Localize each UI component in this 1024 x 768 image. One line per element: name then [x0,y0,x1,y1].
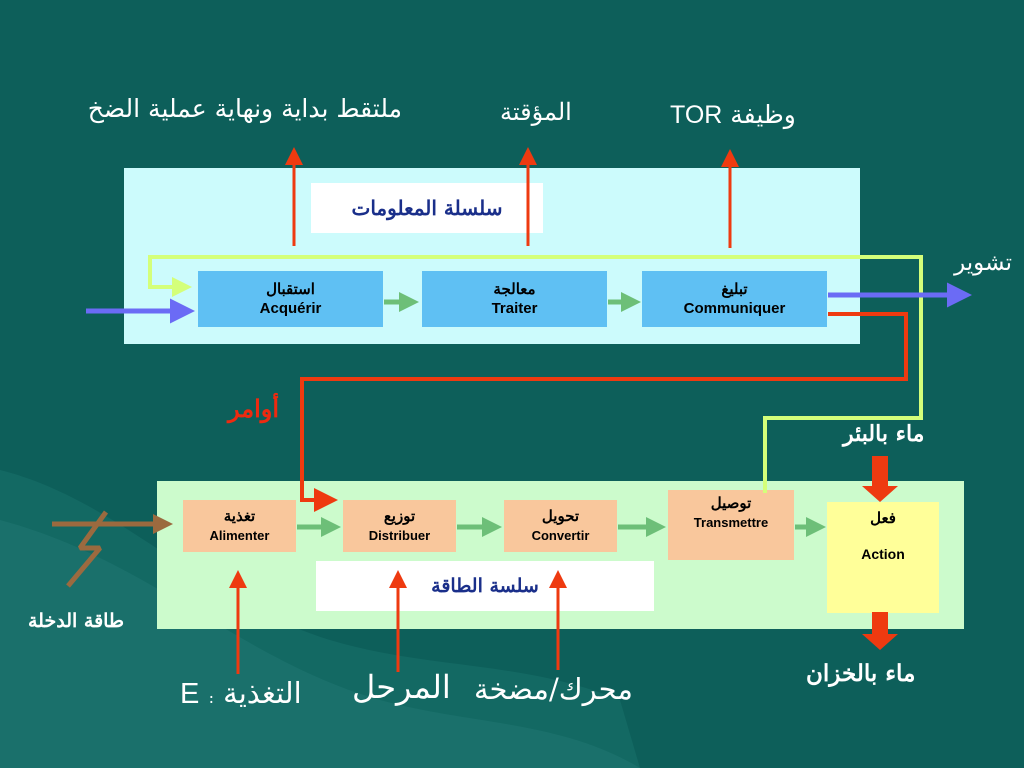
tor-label-lat: TOR [670,101,723,129]
transmit-block: توصيل Transmettre [668,490,794,560]
energy-chain-title: سلسة الطاقة [316,561,654,611]
supply-label-ar: تغذية [223,507,256,525]
convert-label-ar: تحويل [541,507,580,525]
feed-label-colon: : [208,688,214,707]
orders-wire [300,312,908,512]
action-label-fr: Action [861,546,905,562]
lightning-icon [66,510,109,588]
communicate-block: تبليغ Communiquer [642,271,827,327]
communicate-label-ar: تبليغ [721,280,748,298]
transmit-label-fr: Transmettre [693,515,769,530]
input-energy-label: طاقة الدخلة [28,610,125,632]
acquire-label-ar: استقبال [266,280,315,298]
timer-label: المؤقتة [500,98,572,126]
tank-water-arrow [862,612,898,650]
tor-label-ar: وظيفة [730,100,796,129]
action-block: فعل Action [827,502,939,613]
process-label-ar: معالجة [493,280,536,298]
tank-water-label: ماء بالخزان [806,660,916,687]
orders-label: أوامر [228,394,280,423]
well-water-label: ماء بالبئر [843,421,925,447]
well-water-arrow [862,456,898,502]
sensor-label: ملتقط بداية ونهاية عملية الضخ [87,94,402,123]
transmit-label-ar: توصيل [710,494,752,512]
feed-label: E : التغذية [180,676,302,711]
convert-label-fr: Convertir [531,528,590,543]
supply-block: تغذية Alimenter [183,500,296,552]
motor-pump-label: محرك/مضخة [474,672,633,706]
acquire-label-fr: Acquérir [259,300,322,317]
feedback-wire [148,255,923,493]
tor-function-label: TOR وظيفة [670,100,796,130]
communicate-label-fr: Communiquer [683,300,786,317]
information-chain-title: سلسلة المعلومات [311,183,543,233]
acquire-block: استقبال Acquérir [198,271,383,327]
action-label-ar: فعل [870,509,896,527]
supply-label-fr: Alimenter [209,528,270,543]
distribute-block: توزيع Distribuer [343,500,456,552]
signaling-label: تشوير [954,250,1012,276]
convert-block: تحويل Convertir [504,500,617,552]
feed-label-lat: E [180,678,200,710]
process-label-fr: Traiter [491,300,538,317]
feed-label-ar: التغذية [223,676,302,710]
distributor-label: المرحل [352,668,451,706]
distribute-label-ar: توزيع [383,507,416,525]
distribute-label-fr: Distribuer [368,528,431,543]
process-block: معالجة Traiter [422,271,607,327]
